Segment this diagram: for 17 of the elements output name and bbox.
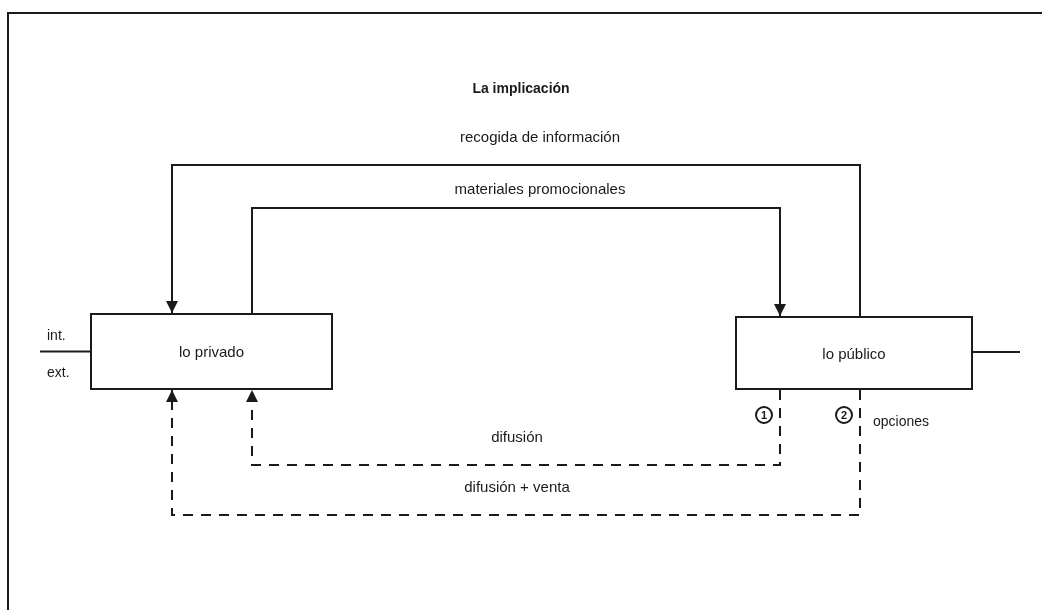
title: La implicación: [472, 80, 570, 96]
label: opciones: [873, 413, 930, 429]
callout-number: 1: [755, 406, 773, 424]
connector-line: [39, 350, 91, 353]
box-label: lo privado: [178, 343, 244, 360]
callout-number: 2: [835, 406, 853, 424]
process-box: [90, 313, 333, 390]
process-box: [735, 316, 973, 390]
box-label: lo público: [822, 344, 886, 362]
connector-line: [972, 351, 1021, 353]
arrow: [246, 389, 781, 466]
arrow: [166, 164, 861, 317]
label: int.: [47, 327, 66, 343]
arrow: [251, 207, 786, 317]
edge-label: difusión + venta: [461, 478, 573, 495]
arrow: [166, 389, 861, 516]
label: ext.: [47, 364, 70, 380]
